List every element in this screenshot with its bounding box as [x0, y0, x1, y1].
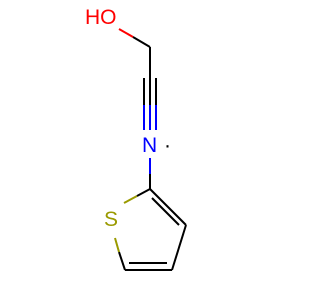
sulfur-label: S	[104, 208, 118, 231]
ring-bond-s-c2-black	[136, 188, 151, 197]
radical-dot: ·	[164, 134, 171, 157]
ring-bond-c5-s-olive	[114, 237, 120, 253]
structure-canvas: HO N · S	[85, 6, 187, 271]
nitrogen-label: N	[142, 134, 157, 157]
bond-o-c-black	[132, 36, 151, 48]
ring-bond-c2-c3-inner	[151, 197, 180, 226]
ring-bond-s-c2	[123, 195, 138, 204]
hydroxyl-label: HO	[85, 6, 117, 29]
bond-o-c	[118, 28, 134, 38]
ring-bond-c5-s	[118, 251, 126, 271]
ring-bond-c2-c3	[149, 188, 187, 226]
molecule-diagram: HO N · S	[85, 6, 187, 271]
ring-bond-c3-c4	[171, 224, 187, 271]
